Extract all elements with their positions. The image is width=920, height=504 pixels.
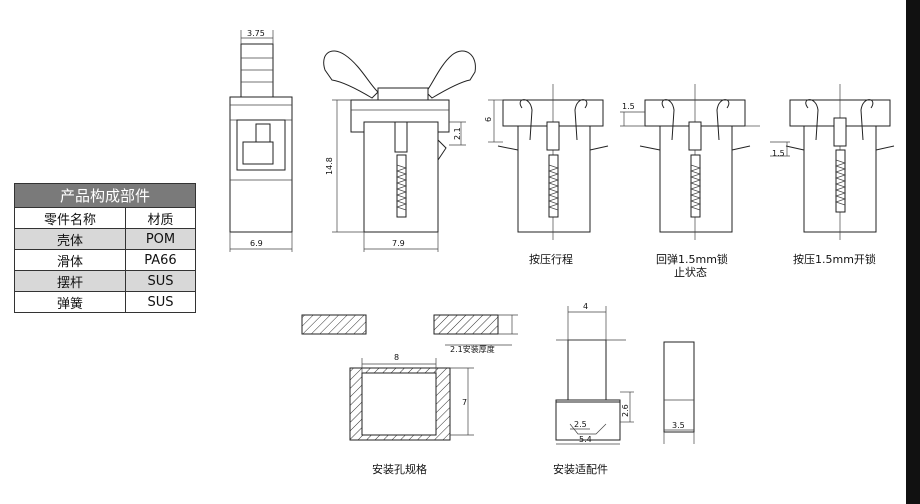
dim-bottom-width-side: 7.9 (392, 239, 405, 248)
caption-mount-fit: 安装适配件 (553, 462, 608, 476)
part-name: 滑体 (14, 249, 126, 271)
dim-hole-height: 7 (462, 398, 467, 407)
mount-fit-view: 4 2.6 2.5 5.4 安装适配件 3.5 (553, 302, 695, 476)
press-stroke-view: 6 按压行程 (484, 84, 609, 266)
caption-rebound-line1: 回弹1.5mm锁 (656, 252, 728, 266)
dim-height: 14.8 (325, 157, 334, 175)
dim-fit-top: 4 (583, 302, 588, 311)
caption-mount-hole: 安装孔规格 (372, 462, 427, 476)
header-part-name: 零件名称 (14, 207, 126, 229)
dim-top-width: 3.75 (247, 29, 265, 38)
parts-table-title: 产品构成部件 (14, 183, 196, 208)
header-material: 材质 (124, 207, 197, 229)
dim-fit-side: 3.5 (672, 421, 685, 430)
dim-bottom-width-left: 6.9 (250, 239, 263, 248)
part-material: POM (124, 228, 197, 250)
dim-fit-step: 2.6 (621, 404, 630, 417)
caption-rebound-line2: 止状态 (674, 265, 707, 279)
part-name: 壳体 (14, 228, 126, 250)
dim-fit-inner: 2.5 (574, 420, 587, 429)
dim-rebound: 1.5 (622, 102, 635, 111)
dim-fit-bottom: 5.4 (579, 435, 592, 444)
dim-open: 1.5 (772, 149, 785, 158)
part-material: SUS (124, 270, 197, 292)
part-material: PA66 (124, 249, 197, 271)
part-name: 摆杆 (14, 270, 126, 292)
dim-stroke: 6 (484, 117, 493, 122)
right-edge-bar (906, 0, 920, 504)
side-view: 14.8 7.9 2.1 (323, 50, 476, 252)
caption-press-stroke: 按压行程 (529, 252, 573, 266)
dim-panel-thickness: 2.1安装厚度 (450, 344, 495, 354)
parts-table: 产品构成部件 零件名称 材质 壳体 POM 滑体 PA66 摆杆 SUS 弹簧 … (14, 183, 197, 313)
part-material: SUS (124, 291, 197, 313)
part-name: 弹簧 (14, 291, 126, 313)
dim-small-gap: 2.1 (453, 127, 462, 140)
press-open-view: 1.5 按压1.5mm开锁 (770, 84, 895, 266)
front-view: 3.75 6.9 (229, 29, 293, 252)
mount-hole-view: 2.1安装厚度 8 7 安装孔规格 (301, 314, 518, 476)
dim-hole-width: 8 (394, 353, 399, 362)
caption-press-open: 按压1.5mm开锁 (793, 252, 876, 266)
rebound-lock-view: 1.5 回弹1.5mm锁 止状态 (620, 84, 760, 279)
